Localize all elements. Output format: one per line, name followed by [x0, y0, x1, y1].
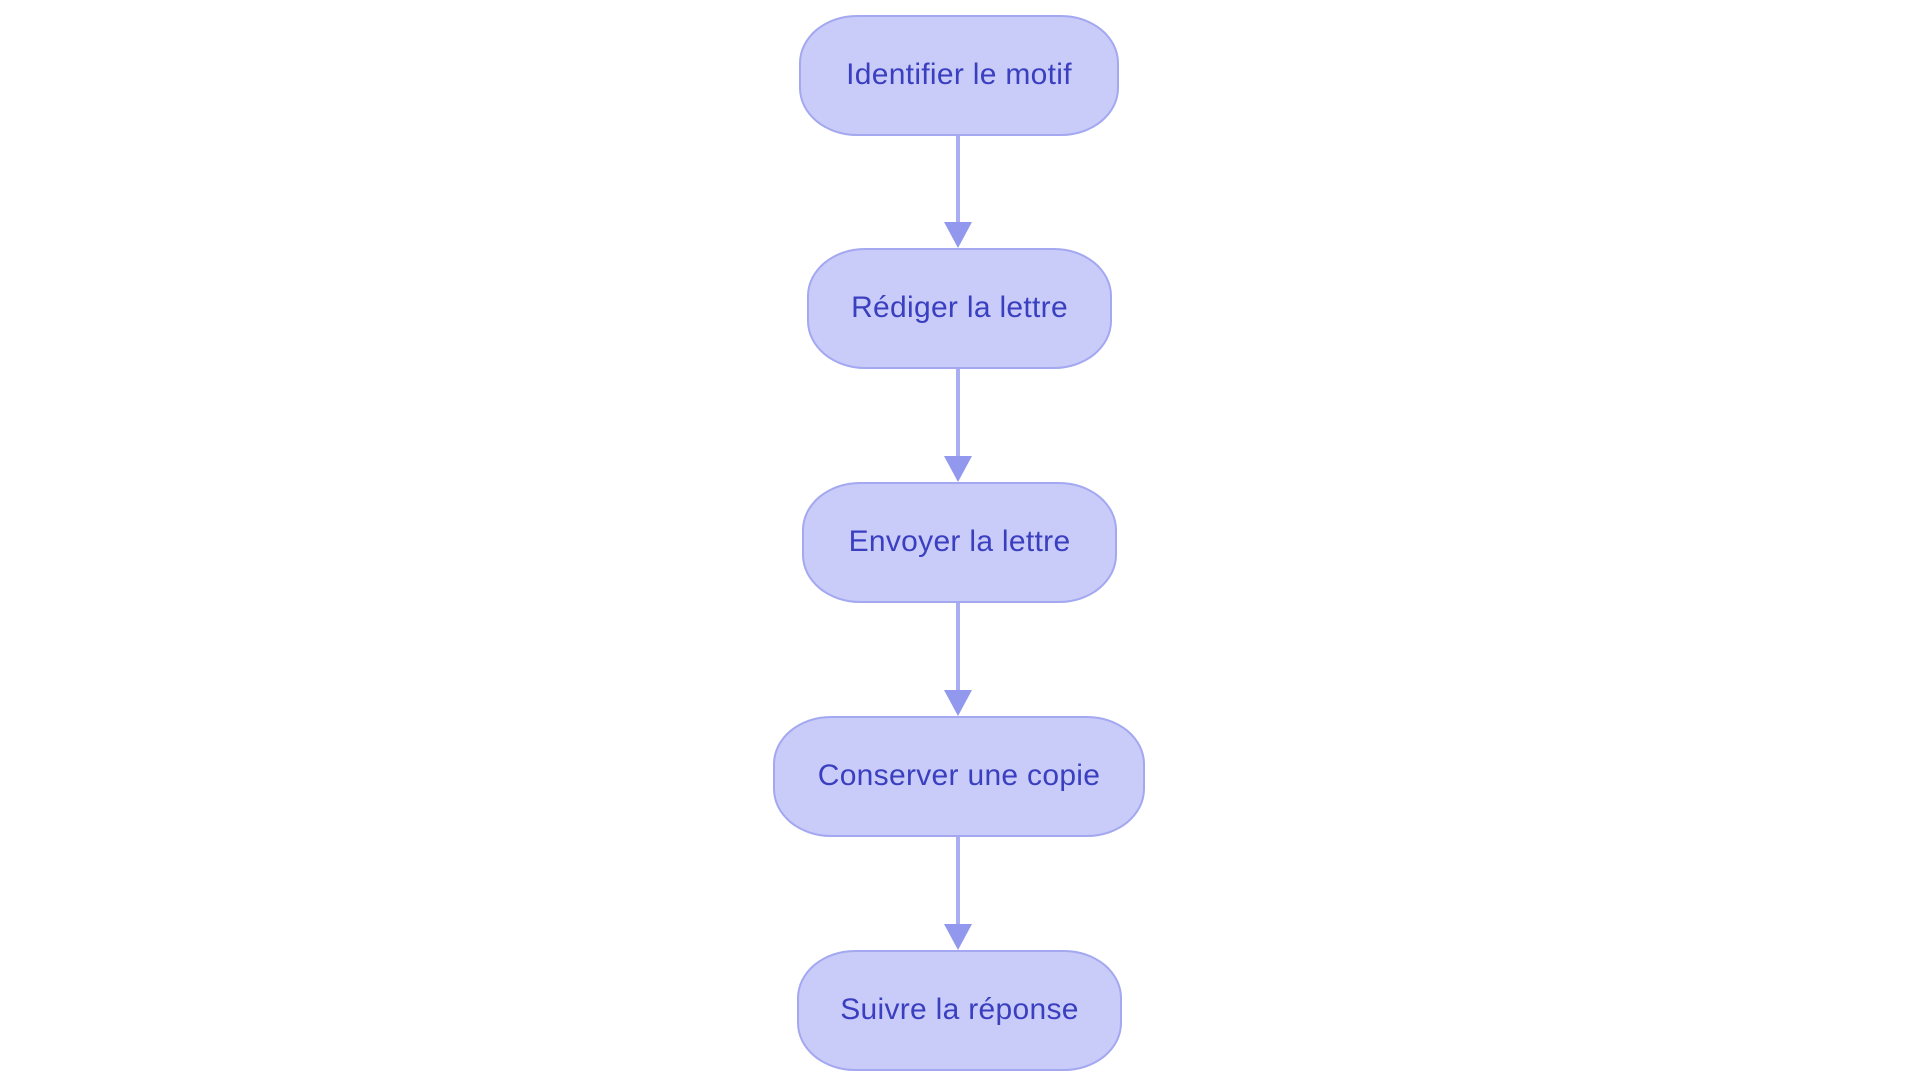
flowchart-node-identifier-le-motif: Identifier le motif	[799, 15, 1119, 136]
node-label: Suivre la réponse	[840, 992, 1079, 1026]
flowchart-node-conserver-une-copie: Conserver une copie	[773, 716, 1145, 837]
arrowhead-down-icon	[944, 924, 972, 950]
arrow-connector	[956, 369, 960, 458]
arrow-connector	[956, 603, 960, 692]
arrowhead-down-icon	[944, 222, 972, 248]
flowchart-node-rediger-la-lettre: Rédiger la lettre	[807, 248, 1112, 369]
arrowhead-down-icon	[944, 690, 972, 716]
node-label: Envoyer la lettre	[848, 524, 1071, 558]
node-label: Conserver une copie	[817, 758, 1101, 792]
flowchart-node-suivre-la-reponse: Suivre la réponse	[797, 950, 1122, 1071]
arrowhead-down-icon	[944, 456, 972, 482]
arrow-connector	[956, 837, 960, 926]
node-label: Rédiger la lettre	[851, 290, 1068, 324]
node-label: Identifier le motif	[846, 57, 1072, 91]
arrow-connector	[956, 136, 960, 224]
flowchart-node-envoyer-la-lettre: Envoyer la lettre	[802, 482, 1117, 603]
